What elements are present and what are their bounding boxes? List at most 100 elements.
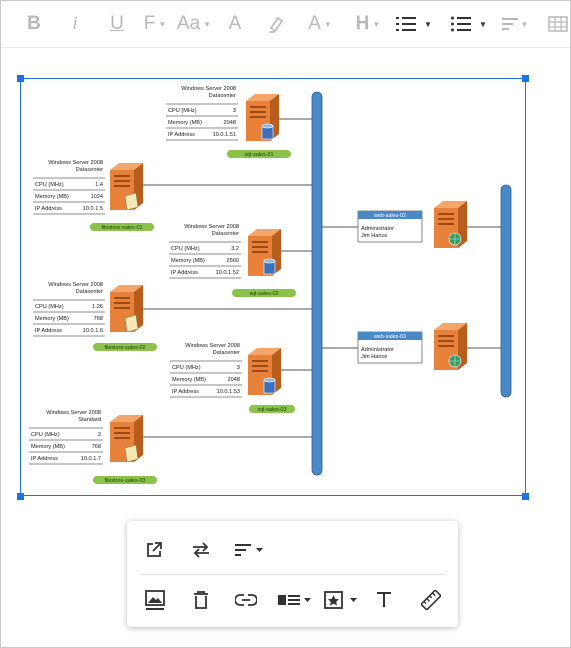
table-icon	[548, 16, 568, 32]
server-drive-bay	[438, 213, 454, 215]
info-value: 3	[237, 365, 240, 371]
file-icon	[124, 314, 139, 333]
server-drive-bay	[252, 246, 268, 248]
info-value: 3.2	[231, 246, 239, 252]
server-icon	[434, 323, 467, 370]
popup-divider	[139, 574, 446, 575]
font-size-icon: Aa	[176, 13, 201, 34]
bulleted-list-icon	[451, 16, 472, 32]
bulleted-list-dropdown[interactable]: ▼	[447, 9, 491, 39]
info-value: 2	[98, 432, 101, 438]
info-label: CPU (MHz)	[168, 108, 197, 114]
alt-text-button[interactable]	[369, 587, 399, 613]
globe-grid-icon	[449, 233, 461, 245]
info-value: 10.0.1.51	[213, 132, 236, 138]
insert-table-button[interactable]	[545, 9, 570, 39]
server-icon	[248, 229, 281, 276]
server-drive-bay	[438, 218, 454, 220]
underline-icon: U	[110, 13, 124, 34]
info-value: 2048	[224, 120, 236, 126]
align-dropdown[interactable]: ▼	[499, 9, 531, 39]
chevron-down-icon: ▼	[424, 19, 432, 29]
server-title-line-1: Windows Server 2008	[48, 160, 103, 166]
info-label: Memory (MB)	[35, 316, 69, 322]
info-value: 10.0.1.6	[83, 328, 103, 334]
info-label: IP Address	[171, 270, 198, 276]
server-tag-pill	[227, 150, 291, 158]
server-title-line-2: Standard	[78, 417, 101, 423]
server-icon	[110, 285, 143, 333]
highlighter-button[interactable]	[265, 9, 287, 39]
resize-handle-top-left[interactable]	[17, 75, 24, 82]
server-title-line-2: Datacenter	[212, 231, 239, 237]
server-top-face	[248, 348, 281, 355]
server-tag-label: sql-sales-02	[249, 291, 278, 297]
font-color-icon: A	[228, 13, 242, 34]
chevron-down-icon: ▼	[158, 19, 167, 29]
image-layout-dropdown[interactable]	[277, 587, 313, 613]
measure-icon	[421, 590, 441, 610]
font-color-button[interactable]: A	[225, 9, 245, 39]
server-tag-label: filestore-sales-02	[104, 345, 145, 351]
web-server-name: web-sales-02	[373, 213, 406, 219]
image-icon	[145, 590, 165, 610]
chevron-down-icon: ▼	[203, 19, 212, 29]
info-value: 2560	[227, 258, 239, 264]
server-drive-bay	[438, 340, 454, 342]
server-drive-bay	[114, 427, 130, 429]
web-server-role: Administrator	[361, 226, 394, 232]
resize-handle-bottom-left[interactable]	[17, 493, 24, 500]
server-drive-bay	[250, 106, 266, 108]
server-drive-bay	[114, 185, 130, 187]
info-label: CPU (MHz)	[31, 432, 60, 438]
info-label: IP Address	[31, 456, 58, 462]
replace-image-button[interactable]	[186, 537, 216, 563]
server-icon	[248, 348, 281, 395]
info-label: CPU (MHz)	[171, 246, 200, 252]
resize-handle-top-right[interactable]	[522, 75, 529, 82]
server-drive-bay	[114, 432, 130, 434]
numbered-list-dropdown[interactable]: ▼	[393, 9, 435, 39]
info-value: 10.0.1.53	[217, 389, 240, 395]
measure-button[interactable]	[416, 587, 446, 613]
underline-button[interactable]: U	[106, 9, 128, 39]
server-drive-bay	[250, 116, 266, 118]
info-label: IP Address	[172, 389, 199, 395]
server-drive-bay	[438, 335, 454, 337]
delete-button[interactable]	[186, 587, 216, 613]
info-value: 1.4	[95, 182, 103, 188]
info-label: IP Address	[35, 206, 62, 212]
caption-style-dropdown[interactable]	[323, 587, 359, 613]
wrap-text-dropdown[interactable]	[231, 537, 267, 563]
replace-image-icon	[193, 542, 209, 558]
bold-button[interactable]: B	[23, 9, 45, 39]
link-icon	[235, 594, 257, 606]
image-layout-icon	[278, 595, 311, 605]
font-size-dropdown[interactable]: Aa▼	[177, 9, 211, 39]
italic-button[interactable]: i	[65, 9, 85, 39]
resize-handle-bottom-right[interactable]	[522, 493, 529, 500]
server-title-line-2: Datacenter	[76, 167, 103, 173]
insert-link-button[interactable]	[231, 587, 261, 613]
heading-dropdown[interactable]: H▼	[353, 9, 383, 39]
info-label: CPU (MHz)	[35, 182, 64, 188]
server-title-line-2: Datacenter	[76, 289, 103, 295]
open-in-new-button[interactable]	[139, 537, 169, 563]
server-title-line-1: Windows Server 2008	[181, 86, 236, 92]
server-icon	[110, 163, 143, 211]
image-options-popup	[127, 521, 458, 627]
server-drive-bay	[252, 360, 268, 362]
server-tag-pill	[90, 223, 154, 231]
database-top-icon	[261, 123, 274, 129]
server-top-face	[110, 163, 143, 170]
text-style-dropdown[interactable]: A▼	[305, 9, 335, 39]
server-drive-bay	[438, 345, 454, 347]
image-button[interactable]	[140, 587, 170, 613]
server-tag-label: sql-sales-03	[257, 407, 286, 413]
info-label: CPU (MHz)	[172, 365, 201, 371]
server-icon	[110, 415, 143, 463]
font-family-dropdown[interactable]: F▼	[141, 9, 169, 39]
info-label: Memory (MB)	[168, 120, 202, 126]
